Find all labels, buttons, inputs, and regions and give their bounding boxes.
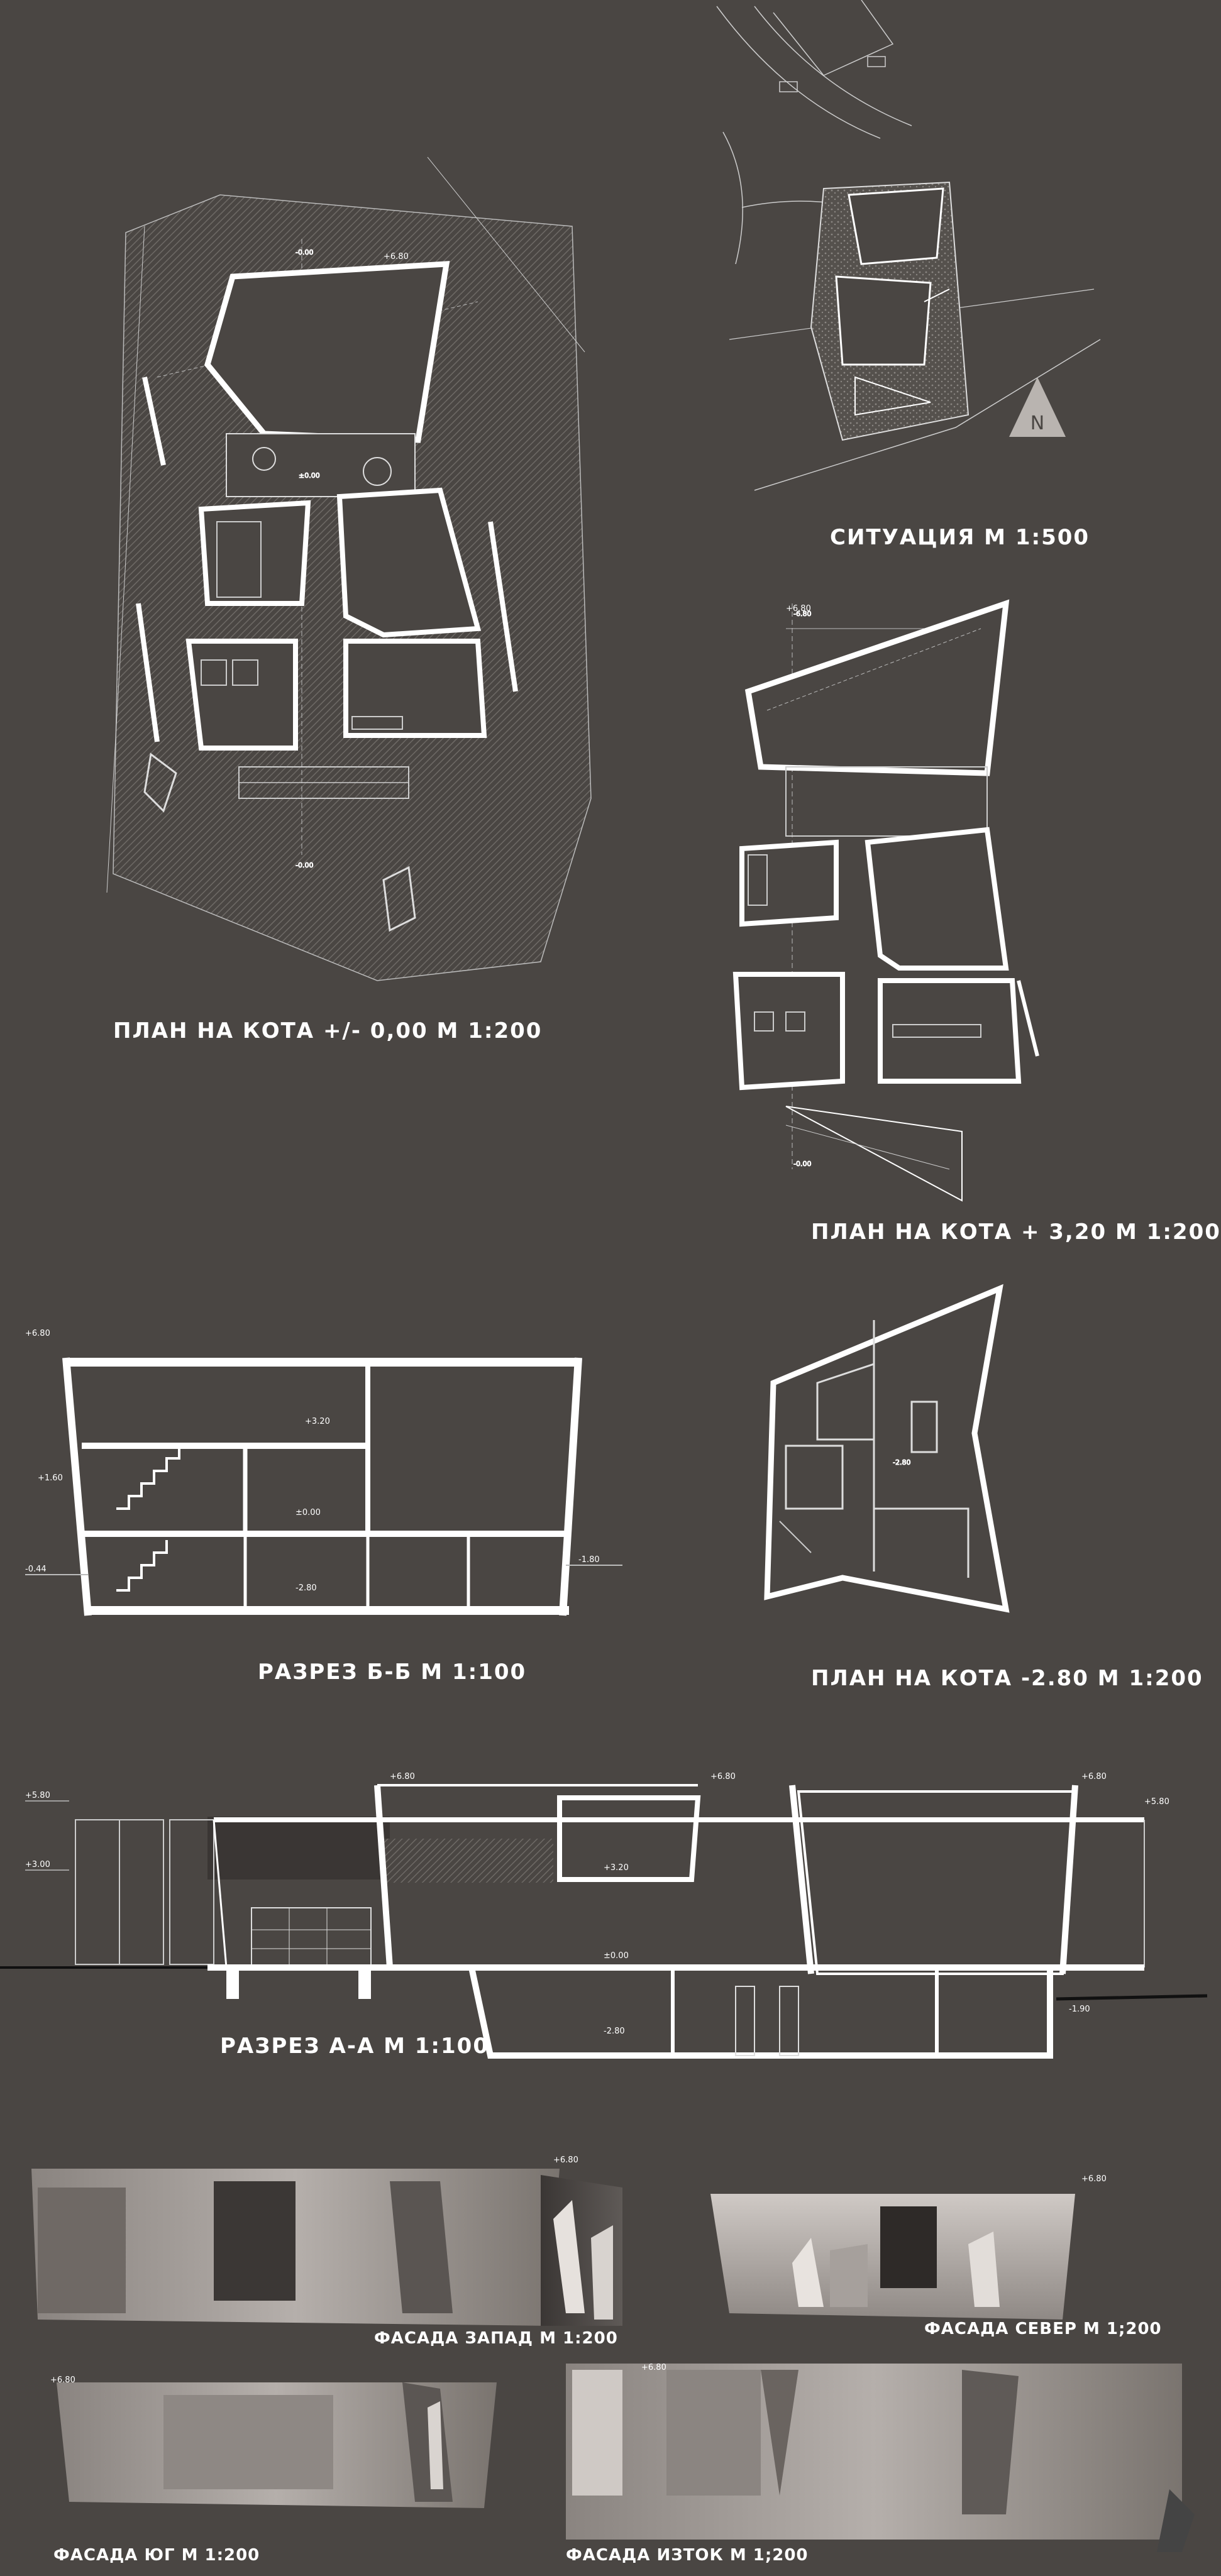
facade-east-title: ФАСАДА ИЗТОК М 1;200 bbox=[566, 2546, 809, 2565]
svg-text:+6.80: +6.80 bbox=[786, 604, 811, 614]
upper-plan-title: ПЛАН НА КОТА + 3,20 М 1:200 bbox=[811, 1219, 1221, 1245]
svg-text:-2.80: -2.80 bbox=[604, 2027, 625, 2036]
svg-text:+6.80: +6.80 bbox=[390, 1772, 415, 1781]
svg-text:-0.00: -0.00 bbox=[296, 248, 313, 256]
section-bb bbox=[25, 1357, 622, 1616]
svg-text:±0.00: ±0.00 bbox=[299, 471, 320, 480]
svg-text:-2.80: -2.80 bbox=[893, 1458, 910, 1467]
svg-text:-1.80: -1.80 bbox=[578, 1555, 600, 1565]
svg-text:-0.00: -0.00 bbox=[296, 861, 313, 869]
lower-floor-plan: -2.80 bbox=[764, 1284, 1010, 1613]
svg-text:+5.80: +5.80 bbox=[1144, 1797, 1169, 1807]
svg-text:+3.00: +3.00 bbox=[25, 1860, 50, 1869]
svg-text:-6.80: -6.80 bbox=[793, 610, 811, 618]
svg-text:-0.44: -0.44 bbox=[25, 1565, 47, 1574]
svg-text:+3.20: +3.20 bbox=[305, 1417, 330, 1426]
site-plan bbox=[716, 0, 1101, 491]
north-arrow-label: N bbox=[1030, 412, 1044, 434]
section-aa-title: РАЗРЕЗ А-А М 1:100 bbox=[220, 2034, 489, 2059]
svg-text:-0.00: -0.00 bbox=[793, 1160, 811, 1168]
facade-west-title: ФАСАДА ЗАПАД М 1:200 bbox=[374, 2329, 618, 2348]
facade-west bbox=[31, 2169, 622, 2326]
facade-east bbox=[566, 2364, 1195, 2552]
section-aa bbox=[0, 1784, 1208, 2059]
svg-text:+6.80: +6.80 bbox=[50, 2375, 75, 2385]
facade-south bbox=[57, 2382, 497, 2508]
ground-floor-plan: -0.00 -0.00 ±0.00 bbox=[106, 157, 592, 981]
svg-text:+5.80: +5.80 bbox=[25, 1791, 50, 1800]
facade-north bbox=[710, 2194, 1075, 2320]
north-arrow-icon bbox=[1009, 377, 1066, 437]
svg-text:+6.80: +6.80 bbox=[641, 2363, 666, 2372]
svg-text:-1.90: -1.90 bbox=[1069, 2005, 1090, 2014]
svg-text:±0.00: ±0.00 bbox=[296, 1508, 321, 1517]
svg-text:+6.80: +6.80 bbox=[710, 1772, 736, 1781]
svg-text:-2.80: -2.80 bbox=[296, 1583, 317, 1593]
svg-text:+3.20: +3.20 bbox=[604, 1863, 629, 1873]
svg-text:±0.00: ±0.00 bbox=[604, 1951, 629, 1961]
ground-plan-title: ПЛАН НА КОТА +/- 0,00 М 1:200 bbox=[113, 1018, 543, 1043]
svg-text:+6.80: +6.80 bbox=[384, 252, 409, 261]
site-plan-title: СИТУАЦИЯ М 1:500 bbox=[830, 525, 1090, 550]
lower-plan-title: ПЛАН НА КОТА -2.80 М 1:200 bbox=[811, 1666, 1203, 1691]
svg-text:+6.80: +6.80 bbox=[553, 2155, 578, 2165]
svg-text:+6.80: +6.80 bbox=[1081, 2174, 1107, 2184]
facade-south-title: ФАСАДА ЮГ М 1:200 bbox=[53, 2546, 260, 2565]
level-markers: +6.80 +6.80 +6.80 +3.20 ±0.00 -2.80 -0.4… bbox=[25, 252, 1169, 2385]
facade-north-title: ФАСАДА СЕВЕР М 1;200 bbox=[924, 2320, 1162, 2338]
upper-floor-plan: -6.80 -0.00 bbox=[732, 599, 1039, 1202]
svg-text:+1.60: +1.60 bbox=[38, 1473, 63, 1483]
section-bb-title: РАЗРЕЗ Б-Б М 1:100 bbox=[258, 1660, 527, 1685]
svg-text:+6.80: +6.80 bbox=[1081, 1772, 1107, 1781]
svg-text:+6.80: +6.80 bbox=[25, 1329, 50, 1338]
